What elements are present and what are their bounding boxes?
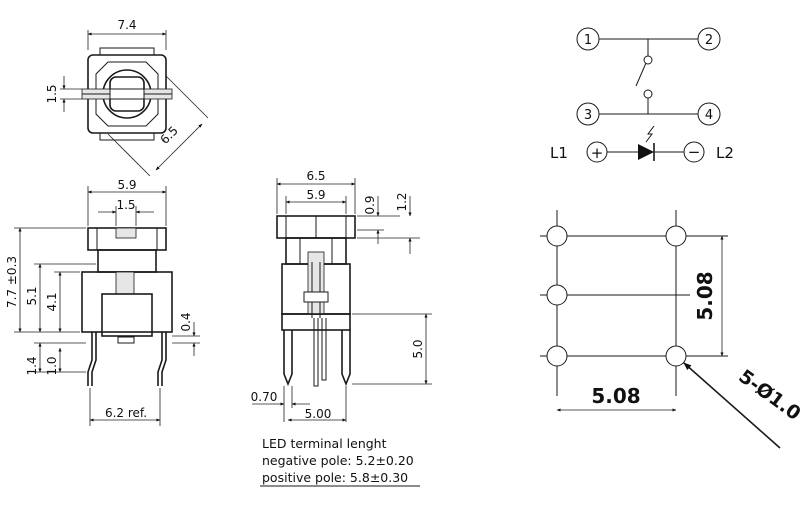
front-plunger-base [101, 293, 153, 337]
led-note-line1: LED terminal lenght [262, 436, 387, 451]
pin-2-label: 2 [705, 33, 713, 48]
led-minus-circle [683, 141, 705, 163]
top-view: 7.4 1.5 6.5 [45, 18, 209, 177]
top-diagonal-label: 6.5 [157, 123, 180, 146]
pin-1-circle [576, 27, 600, 51]
switch-blade [635, 62, 647, 87]
footprint-horizontal-label: 5.08 [591, 384, 640, 408]
pin-1-label: 1 [584, 33, 592, 48]
side-outer-label: 6.5 [306, 169, 325, 183]
led-minus-label: − [688, 143, 701, 161]
switch-contact-bottom [643, 89, 653, 99]
front-total-height-label: 7.7 ±0.3 [5, 256, 19, 308]
front-led-stub [117, 336, 135, 344]
front-gap-label: 0.4 [179, 312, 193, 331]
top-width-label: 7.4 [117, 18, 136, 32]
side-pin-length-label: 5.0 [411, 339, 425, 358]
top-octagon [95, 61, 159, 127]
top-tab-top [99, 47, 155, 55]
led-plus-label: + [591, 144, 604, 162]
led-note-line3: positive pole: 5.8±0.30 [262, 470, 408, 485]
led-l1-label: L1 [550, 144, 568, 162]
footprint-hole [546, 345, 568, 367]
front-h1-label: 5.1 [25, 286, 39, 305]
side-pin-left [283, 330, 293, 387]
front-lead2-label: 1.0 [45, 356, 59, 375]
footprint-vertical-label: 5.08 [693, 271, 717, 320]
side-pin-right [341, 330, 351, 387]
top-slot-label: 1.5 [45, 84, 59, 103]
led-note-line2: negative pole: 5.2±0.20 [262, 453, 414, 468]
front-pitch-label: 6.2 ref. [105, 406, 147, 420]
side-d1-label: 0.9 [363, 195, 377, 214]
side-led-lead [313, 318, 319, 387]
led-diode-icon [638, 144, 654, 160]
front-lead-label: 1.4 [25, 356, 39, 375]
side-inner-label: 5.9 [306, 188, 325, 202]
footprint-hole [665, 225, 687, 247]
pin-4-circle [697, 102, 721, 126]
side-led-chip [303, 291, 329, 303]
pcb-footprint: 5.08 5.08 5-Ø1.0 [540, 210, 805, 449]
pin-3-label: 3 [584, 108, 592, 123]
pin-4-label: 4 [705, 108, 713, 123]
led-note: LED terminal lenght negative pole: 5.2±0… [260, 436, 420, 487]
front-view: 5.9 1.5 7.7 ±0.3 5.1 4.1 0.4 1.4 1.0 [5, 178, 200, 426]
side-base [281, 313, 351, 331]
front-inner-label: 1.5 [116, 198, 135, 212]
top-tab-bottom [99, 133, 155, 141]
side-pin-gap-label: 5.00 [305, 407, 332, 421]
front-width-label: 5.9 [117, 178, 136, 192]
switch-schematic: 1 2 3 4 L1 + − L2 [550, 27, 734, 163]
led-light-icon [645, 125, 655, 143]
switch-contact-top [643, 55, 653, 65]
front-lead-right [157, 332, 163, 386]
footprint-hole [546, 225, 568, 247]
footprint-leader [683, 362, 781, 449]
side-pin-width-label: 0.70 [251, 390, 278, 404]
front-h2-label: 4.1 [45, 292, 59, 311]
side-view: 6.5 5.9 0.9 1.2 5.0 0.70 5.00 [251, 169, 432, 422]
front-lead-left [87, 332, 93, 386]
side-d2-label: 1.2 [395, 192, 409, 211]
side-led-column [307, 251, 325, 315]
pin-3-circle [576, 102, 600, 126]
front-window [115, 271, 135, 295]
top-slot-center [109, 88, 145, 100]
footprint-hole [665, 345, 687, 367]
led-l2-label: L2 [716, 144, 734, 162]
front-cap-notch [115, 227, 137, 239]
front-upper-body [97, 249, 157, 273]
footprint-hole [546, 284, 568, 306]
pin-2-circle [697, 27, 721, 51]
